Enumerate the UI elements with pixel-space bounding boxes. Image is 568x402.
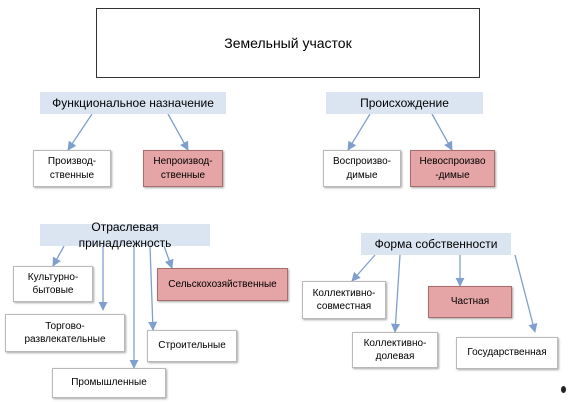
category-origin: Происхождение xyxy=(326,92,483,114)
leaf-collective-share: Коллективно- долевая xyxy=(352,332,438,368)
leaf-state: Государственная xyxy=(456,337,558,369)
corner-dot xyxy=(561,386,566,393)
arrow-origin-nonreproducible xyxy=(431,113,453,151)
arrow-origin-reproducible xyxy=(347,113,371,151)
leaf-private: Частная xyxy=(428,286,512,318)
leaf-nonreproducible: Невоспроизво -димые xyxy=(410,150,495,187)
arrow-ownership-joint xyxy=(351,254,376,282)
category-ownership: Форма собственности xyxy=(361,233,511,255)
leaf-collective-joint: Коллективно- совместная xyxy=(302,281,386,319)
arrow-functional-productive xyxy=(67,113,93,151)
category-sector: Отраслевая принадлежность xyxy=(40,220,210,250)
leaf-agricultural: Сельскохозяйственные xyxy=(157,268,288,301)
arrow-ownership-share xyxy=(390,254,401,333)
arrow-sector-cultural xyxy=(52,245,65,267)
leaf-reproducible: Воспроизво- димые xyxy=(323,150,401,187)
arrow-ownership-state xyxy=(514,254,538,333)
arrow-sector-agricultural xyxy=(163,245,174,269)
leaf-construction: Строительные xyxy=(147,330,237,362)
arrow-functional-nonproductive xyxy=(167,113,189,151)
leaf-nonproductive: Непроизвод- ственные xyxy=(143,150,223,187)
leaf-trade-entertainment: Торгово- развлекательные xyxy=(5,314,125,352)
leaf-cultural-domestic: Культурно- бытовые xyxy=(13,266,93,302)
arrow-sector-construction xyxy=(148,245,158,331)
root-land-plot: Земельный участок xyxy=(96,8,480,78)
category-functional-purpose: Функциональное назначение xyxy=(40,92,226,114)
leaf-industrial: Промышленные xyxy=(52,368,166,398)
leaf-productive: Производ- ственные xyxy=(33,150,111,187)
